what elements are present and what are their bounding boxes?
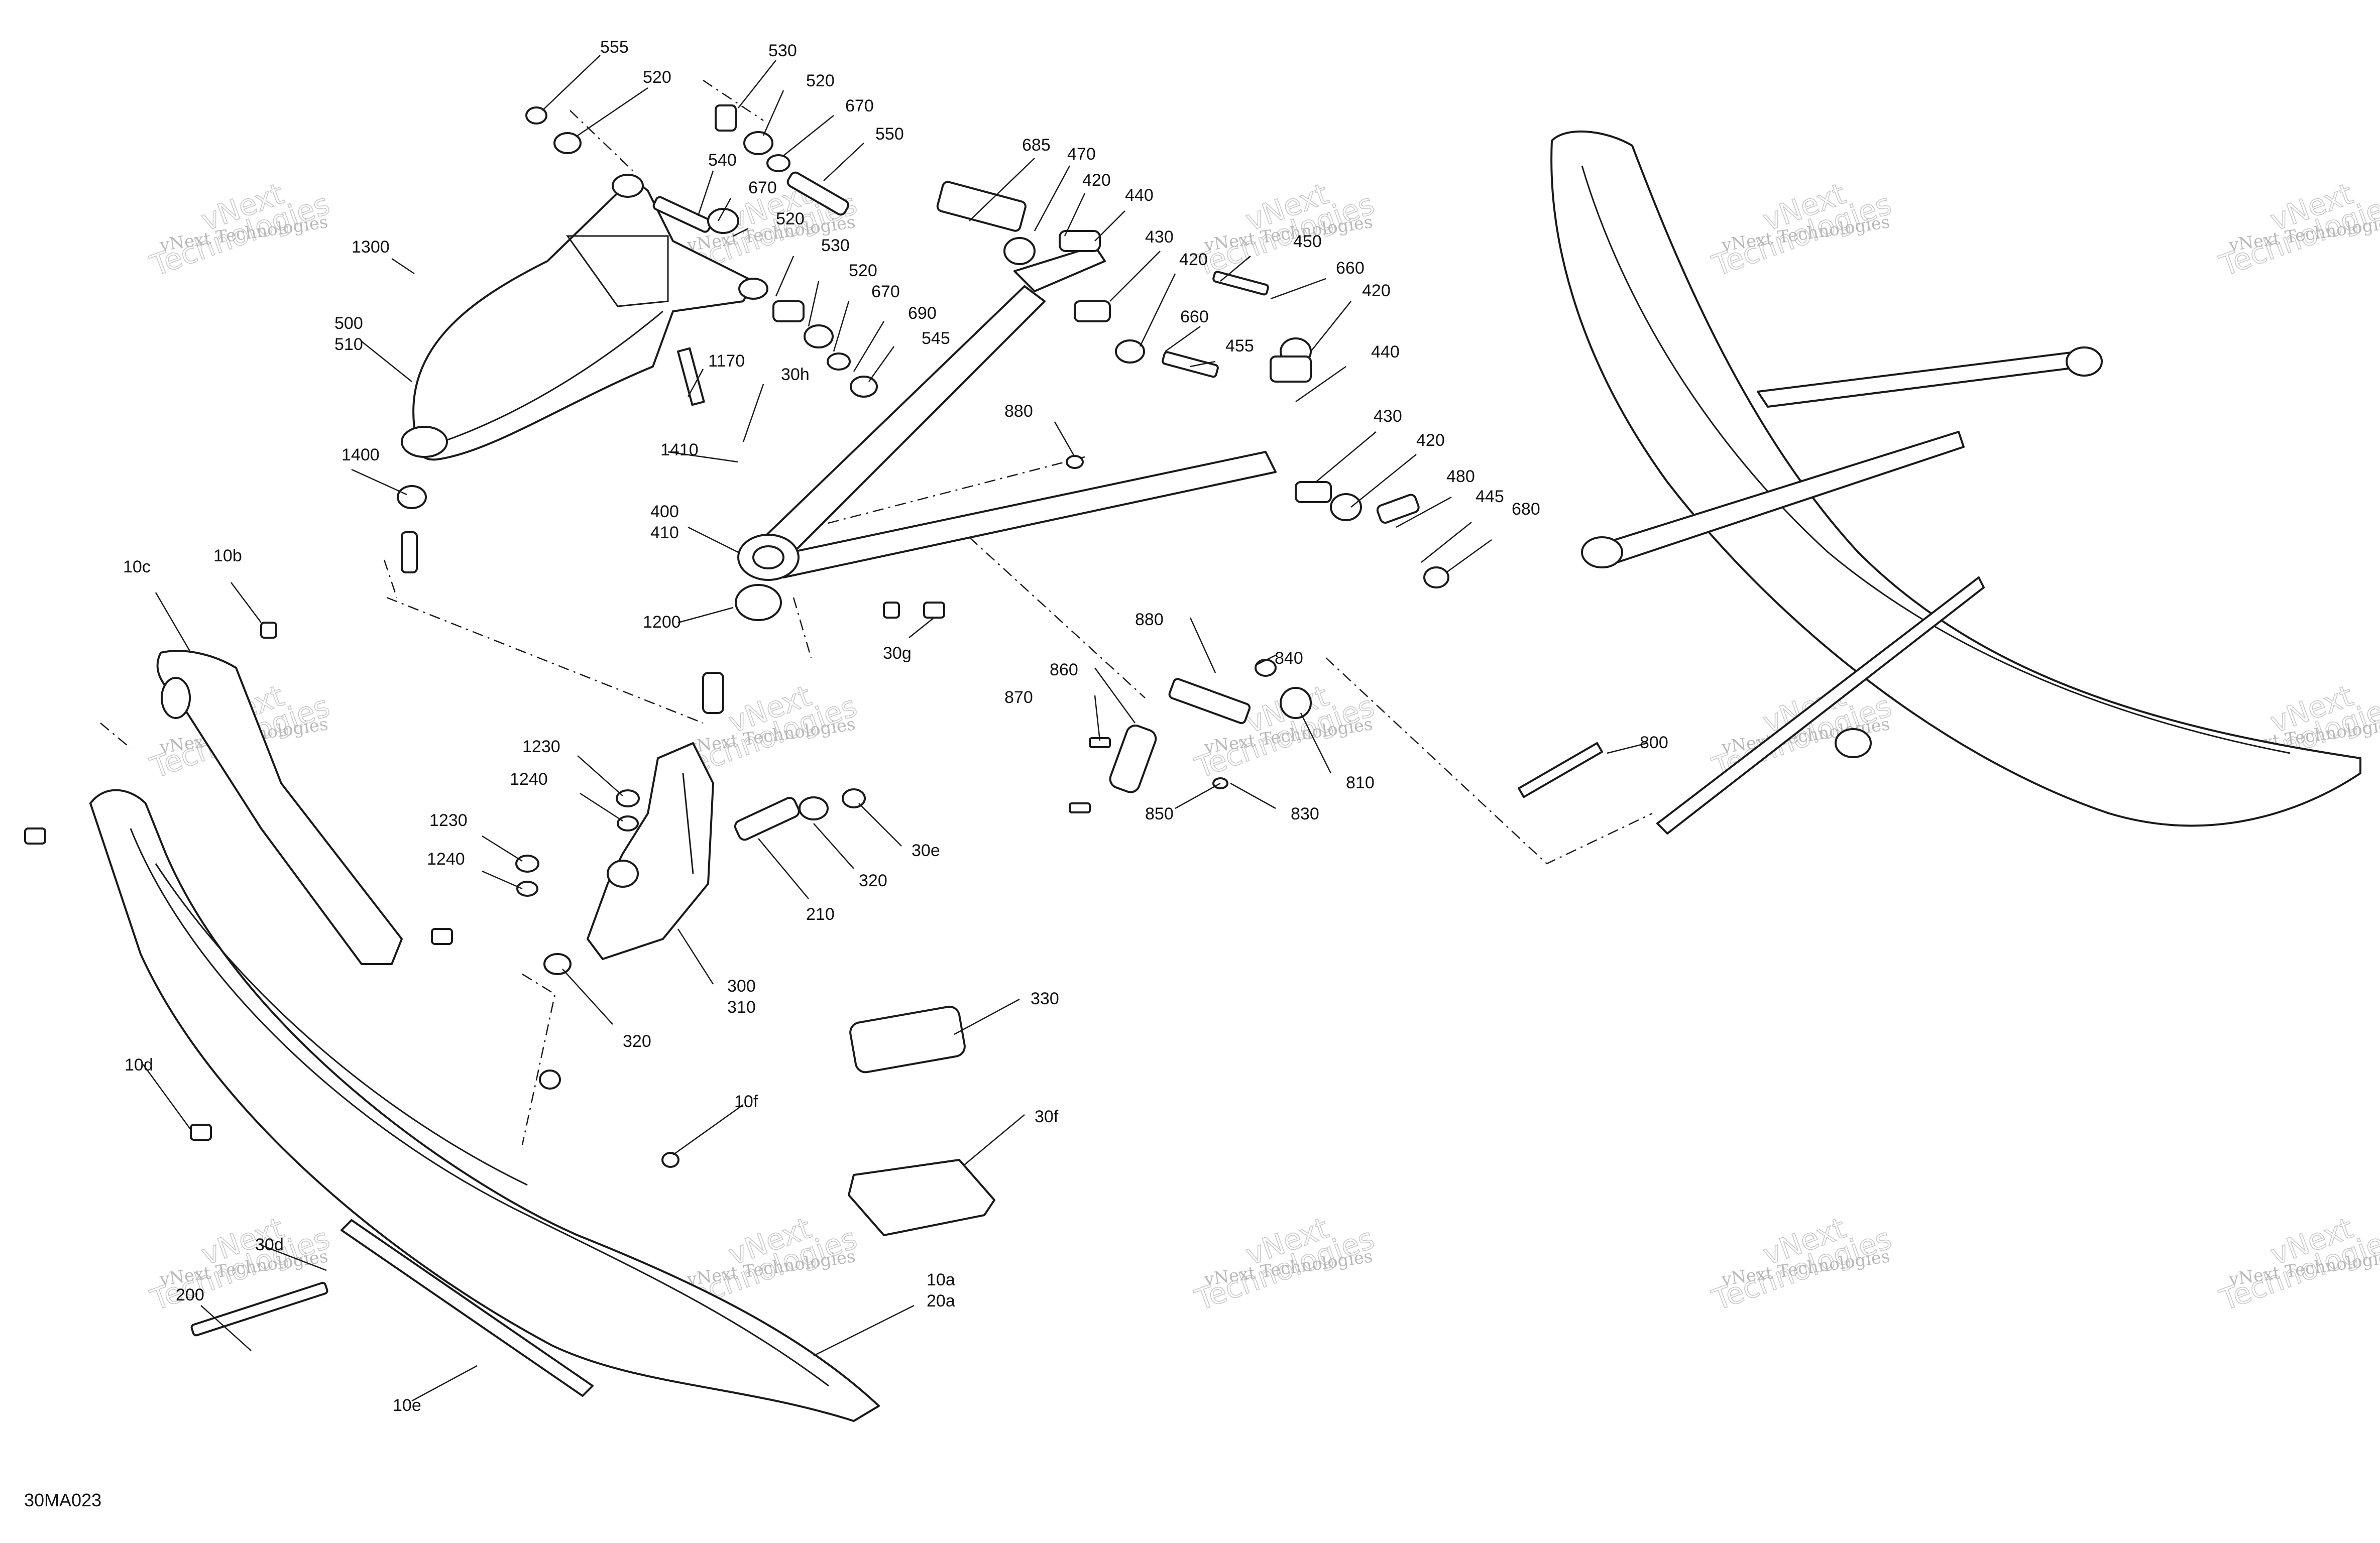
callout-1230: 1230 <box>522 737 560 756</box>
callout-10a: 10a <box>927 1270 955 1289</box>
callout-10b: 10b <box>213 546 242 565</box>
callout-420: 420 <box>1082 171 1111 190</box>
callout-30f: 30f <box>1035 1107 1059 1126</box>
callout-880: 880 <box>1135 610 1164 629</box>
spindle <box>587 742 714 960</box>
callout-510: 510 <box>334 335 363 354</box>
callout-1240: 1240 <box>427 850 465 869</box>
callout-10e: 10e <box>393 1396 421 1415</box>
callout-1410: 1410 <box>660 440 699 459</box>
assembled-ski-view <box>1550 130 2361 835</box>
callout-660: 660 <box>1336 259 1365 278</box>
callout-30e: 30e <box>912 841 940 860</box>
callout-550: 550 <box>875 125 904 144</box>
callout-840: 840 <box>1275 649 1303 668</box>
callout-10c: 10c <box>123 557 151 576</box>
callout-450: 450 <box>1293 232 1322 251</box>
callout-210: 210 <box>806 905 835 924</box>
callout-1300: 1300 <box>352 238 390 257</box>
upper-a-arm <box>401 174 768 461</box>
small-hardware <box>24 104 1603 1337</box>
callout-530: 530 <box>768 41 797 60</box>
callout-500: 500 <box>334 314 363 333</box>
callout-690: 690 <box>908 304 937 323</box>
callout-830: 830 <box>1291 804 1319 823</box>
callout-520: 520 <box>806 71 835 90</box>
callout-670: 670 <box>845 96 874 115</box>
callout-1170: 1170 <box>708 351 745 371</box>
callout-470: 470 <box>1067 145 1096 164</box>
callout-1200: 1200 <box>643 613 681 632</box>
assembly-dash-lines <box>100 79 1653 1145</box>
callout-430: 430 <box>1374 407 1402 426</box>
callout-810: 810 <box>1346 773 1375 792</box>
callout-445: 445 <box>1476 487 1504 506</box>
lower-a-arm <box>737 245 1277 581</box>
callout-555: 555 <box>600 38 629 57</box>
callout-680: 680 <box>1512 500 1540 519</box>
left-ski <box>89 650 880 1422</box>
callout-labels: 555 520 530 520 670 550 540 670 520 530 … <box>123 38 1668 1415</box>
callout-330: 330 <box>1031 989 1059 1008</box>
callout-10d: 10d <box>125 1055 153 1075</box>
callout-850: 850 <box>1145 804 1174 823</box>
callout-30h: 30h <box>781 365 810 384</box>
callout-420: 420 <box>1362 281 1391 300</box>
callout-685: 685 <box>1022 136 1051 155</box>
callout-300: 300 <box>727 977 756 996</box>
callout-440: 440 <box>1371 342 1400 362</box>
callout-310: 310 <box>727 998 756 1017</box>
callout-410: 410 <box>650 523 679 542</box>
callout-400: 400 <box>650 502 679 521</box>
callout-30g: 30g <box>883 644 912 663</box>
callout-860: 860 <box>1050 660 1078 679</box>
callout-800: 800 <box>1640 733 1668 752</box>
callout-660: 660 <box>1180 307 1209 326</box>
callout-520: 520 <box>849 261 877 280</box>
callout-420: 420 <box>1416 431 1445 450</box>
callout-670: 670 <box>871 282 900 301</box>
callout-530: 530 <box>821 236 850 255</box>
callout-1400: 1400 <box>342 445 380 464</box>
callout-20a: 20a <box>927 1291 955 1311</box>
callout-1230: 1230 <box>429 811 468 830</box>
callout-545: 545 <box>922 329 950 348</box>
leader-lines <box>142 55 1648 1402</box>
callout-440: 440 <box>1125 186 1154 205</box>
callout-30d: 30d <box>255 1235 284 1254</box>
callout-320: 320 <box>859 871 887 890</box>
callout-480: 480 <box>1446 467 1475 486</box>
callout-455: 455 <box>1225 336 1254 355</box>
callout-520: 520 <box>643 68 671 87</box>
callout-880: 880 <box>1004 402 1033 421</box>
callout-1240: 1240 <box>510 770 548 789</box>
callout-430: 430 <box>1145 227 1174 247</box>
callout-320: 320 <box>623 1032 651 1051</box>
callout-10f: 10f <box>734 1092 758 1111</box>
callout-870: 870 <box>1004 688 1033 707</box>
callout-670: 670 <box>748 178 777 197</box>
callout-520: 520 <box>776 209 805 228</box>
callout-420: 420 <box>1179 250 1208 269</box>
drawing-code: 30MA023 <box>24 1490 101 1510</box>
callout-540: 540 <box>708 151 737 170</box>
callout-200: 200 <box>176 1285 204 1304</box>
